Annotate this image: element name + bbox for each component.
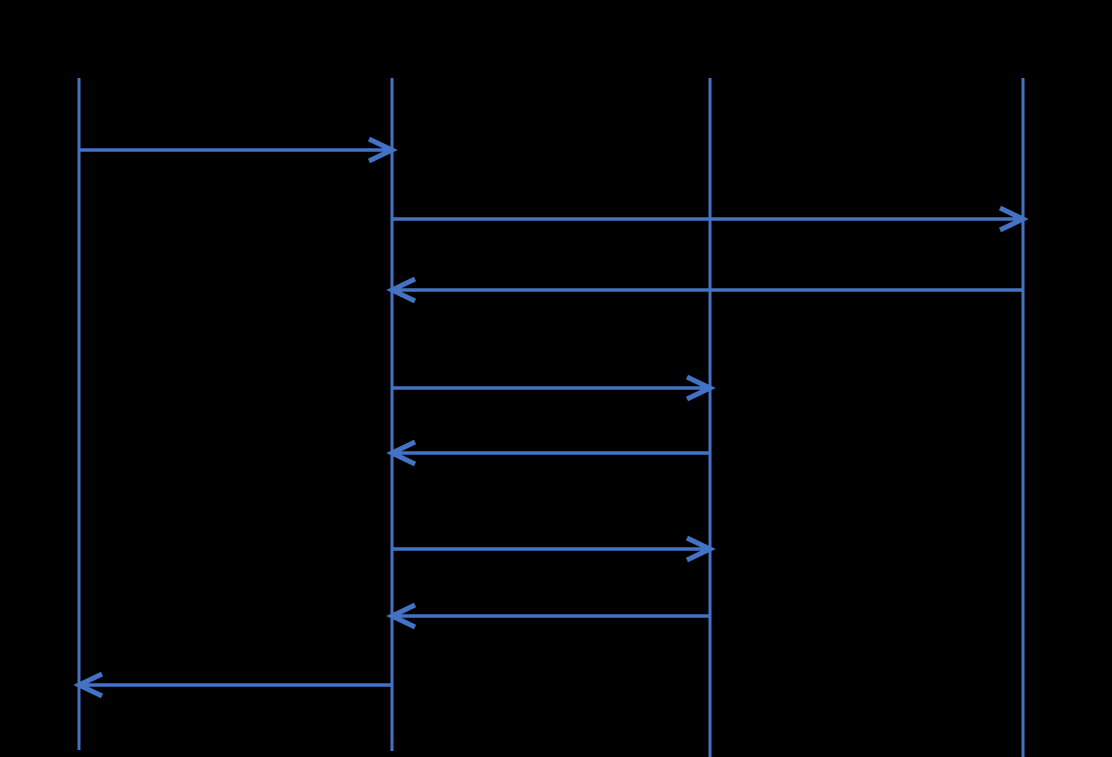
message-3	[386, 276, 1023, 304]
arrowhead-right-icon	[685, 535, 716, 563]
message-2	[392, 205, 1029, 233]
message-6	[392, 535, 716, 563]
arrowhead-right-icon	[685, 374, 716, 402]
message-8	[73, 671, 392, 699]
arrowhead-right-icon	[367, 136, 398, 164]
message-5	[386, 439, 710, 467]
arrowhead-left-icon	[386, 602, 417, 630]
message-7	[386, 602, 710, 630]
arrowhead-left-icon	[386, 439, 417, 467]
message-1	[79, 136, 398, 164]
message-4	[392, 374, 716, 402]
arrowhead-right-icon	[998, 205, 1029, 233]
arrowhead-left-icon	[73, 671, 104, 699]
arrowhead-left-icon	[386, 276, 417, 304]
